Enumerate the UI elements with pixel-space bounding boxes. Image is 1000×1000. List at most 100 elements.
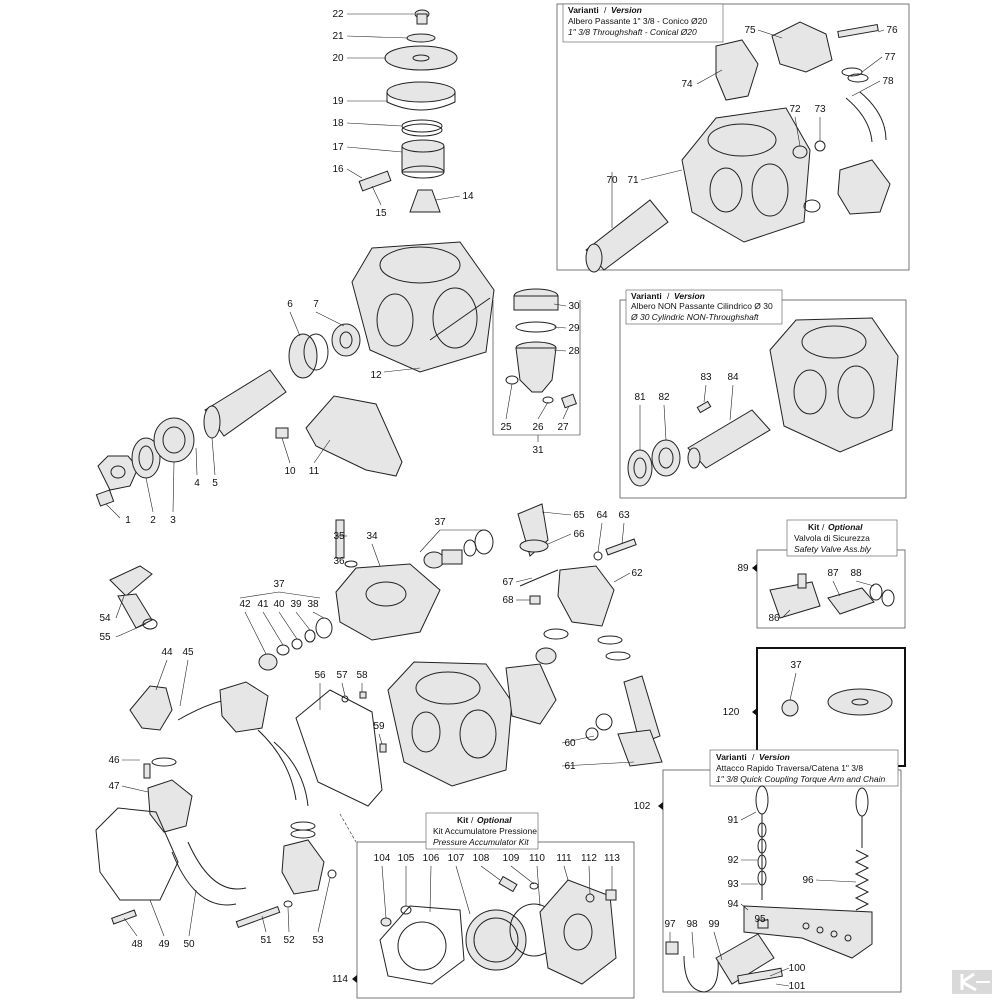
svg-text:Albero NON Passante Cilindrico: Albero NON Passante Cilindrico Ø 30 (631, 301, 773, 311)
callout-16: 16 (332, 164, 344, 175)
callout-3: 3 (170, 515, 176, 526)
callout-18: 18 (332, 118, 344, 129)
callout-70: 70 (606, 175, 618, 186)
callout-21: 21 (332, 31, 344, 42)
callout-75: 75 (744, 25, 756, 36)
callout-44: 44 (161, 647, 173, 658)
callout-37: 37 (790, 660, 802, 671)
callout-30: 30 (568, 301, 580, 312)
callout-20: 20 (332, 53, 344, 64)
callout-96: 96 (802, 875, 814, 886)
callout-89: 89 (737, 563, 749, 574)
svg-text:Pressure Accumulator Kit: Pressure Accumulator Kit (433, 837, 529, 847)
callout-94: 94 (727, 899, 739, 910)
leader-lines (105, 13, 885, 987)
bracket-31 (492, 300, 581, 436)
callout-64: 64 (596, 510, 608, 521)
svg-text:Varianti: Varianti (716, 752, 747, 762)
callout-83: 83 (700, 372, 712, 383)
callout-1: 1 (125, 515, 131, 526)
svg-text:Version: Version (674, 291, 705, 301)
callout-95: 95 (754, 914, 766, 925)
callout-110: 110 (529, 853, 545, 864)
callout-39: 39 (290, 599, 302, 610)
svg-text:Ø 30 Cylindric NON-Throughshaf: Ø 30 Cylindric NON-Throughshaft (630, 312, 759, 322)
callout-55: 55 (99, 632, 111, 643)
callout-74: 74 (681, 79, 693, 90)
callout-113: 113 (604, 853, 620, 864)
callout-35: 35 (333, 531, 345, 542)
callout-37: 37 (434, 517, 446, 528)
svg-text:/: / (752, 752, 755, 762)
callout-78: 78 (882, 76, 894, 87)
svg-text:Attacco Rapido Traversa/Catena: Attacco Rapido Traversa/Catena 1" 3/8 (716, 763, 863, 773)
callout-66: 66 (573, 529, 585, 540)
callout-11: 11 (309, 466, 320, 477)
callout-67: 67 (502, 577, 514, 588)
callout-102: 102 (634, 801, 651, 812)
callout-52: 52 (283, 935, 295, 946)
callout-99: 99 (708, 919, 720, 930)
callout-105: 105 (398, 853, 415, 864)
callout-12: 12 (370, 370, 382, 381)
callout-37: 37 (273, 579, 285, 590)
svg-text:1" 3/8 Quick Coupling Torque A: 1" 3/8 Quick Coupling Torque Arm and Cha… (716, 774, 885, 784)
callout-51: 51 (260, 935, 272, 946)
callout-92: 92 (727, 855, 739, 866)
callout-100: 100 (789, 963, 806, 974)
callout-56: 56 (314, 670, 326, 681)
callout-60: 60 (564, 738, 576, 749)
callout-19: 19 (332, 96, 344, 107)
svg-text:/: / (822, 522, 825, 532)
callout-65: 65 (573, 510, 585, 521)
callout-31: 31 (532, 445, 544, 456)
svg-text:/: / (604, 5, 607, 15)
callout-58: 58 (356, 670, 368, 681)
svg-text:Optional: Optional (828, 522, 863, 532)
callout-86: 86 (768, 613, 780, 624)
svg-text:Version: Version (611, 5, 642, 15)
brand-logo-icon (952, 970, 992, 994)
svg-text:/: / (667, 291, 670, 301)
callout-109: 109 (503, 853, 520, 864)
callout-36: 36 (333, 556, 345, 567)
version-box-torque-arm: Varianti / Version Attacco Rapido Traver… (658, 749, 902, 993)
callout-27: 27 (557, 422, 569, 433)
callout-57: 57 (336, 670, 348, 681)
callout-4: 4 (194, 478, 200, 489)
callout-87: 87 (827, 568, 839, 579)
callout-7: 7 (313, 299, 319, 310)
callout-88: 88 (850, 568, 862, 579)
callout-91: 91 (727, 815, 739, 826)
callout-5: 5 (212, 478, 218, 489)
callout-41: 41 (257, 599, 269, 610)
callout-112: 112 (581, 853, 597, 864)
callout-6: 6 (287, 299, 293, 310)
callout-2: 2 (150, 515, 156, 526)
callout-62: 62 (631, 568, 643, 579)
callout-14: 14 (462, 191, 474, 202)
callout-84: 84 (727, 372, 739, 383)
version-box-throughshaft: Varianti / Version Albero Passante 1" 3/… (556, 3, 910, 271)
svg-text:/: / (471, 815, 474, 825)
callout-48: 48 (131, 939, 143, 950)
callout-45: 45 (182, 647, 194, 658)
box-line2: 1" 3/8 Throughshaft - Conical Ø20 (568, 27, 697, 37)
callout-47: 47 (108, 781, 120, 792)
callout-82: 82 (658, 392, 670, 403)
callout-111: 111 (556, 853, 572, 864)
kit-box-accumulator: Kit / Optional Kit Accumulatore Pression… (352, 812, 635, 999)
callout-54: 54 (99, 613, 111, 624)
callout-28: 28 (568, 346, 580, 357)
callout-98: 98 (686, 919, 698, 930)
callout-22: 22 (332, 9, 344, 20)
version-box-cylindric: Varianti / Version Albero NON Passante C… (619, 289, 907, 499)
callout-15: 15 (375, 208, 387, 219)
kit-box-safety-valve: Kit / Optional Valvola di Sicurezza Safe… (752, 519, 906, 629)
callout-46: 46 (108, 755, 120, 766)
callout-61: 61 (564, 761, 576, 772)
callout-81: 81 (634, 392, 646, 403)
callout-50: 50 (183, 939, 195, 950)
